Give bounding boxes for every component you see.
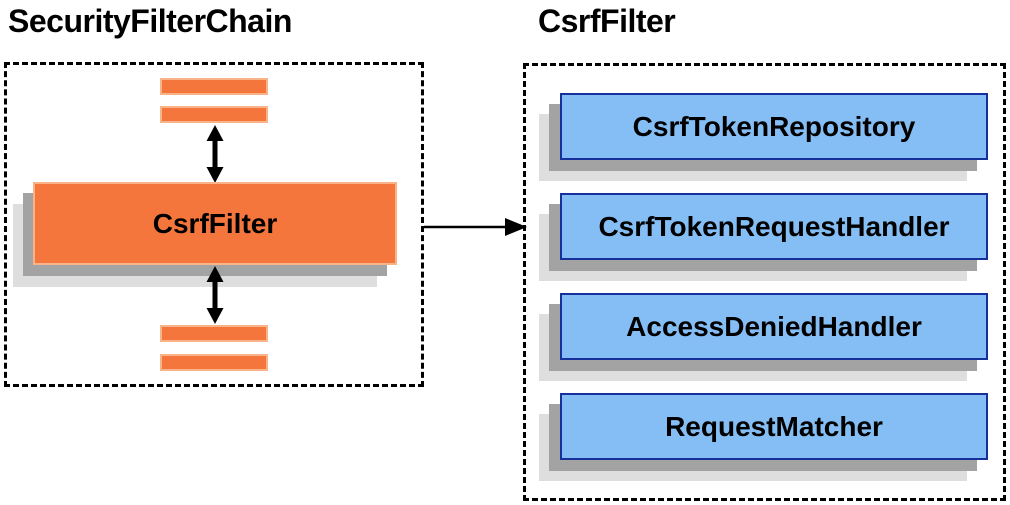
component-box-request-matcher: RequestMatcher	[560, 393, 988, 460]
filter-placeholder-bar	[160, 354, 268, 371]
csrf-filter-box-label: CsrfFilter	[152, 207, 278, 239]
filter-placeholder-bar	[160, 325, 268, 342]
component-label: CsrfTokenRepository	[632, 110, 916, 142]
component-box-access-denied-handler: AccessDeniedHandler	[560, 293, 988, 360]
component-label: AccessDeniedHandler	[626, 310, 922, 342]
component-box-csrf-token-request-handler: CsrfTokenRequestHandler	[560, 193, 988, 260]
csrf-filter-container	[523, 63, 1006, 501]
component-box-csrf-token-repository: CsrfTokenRepository	[560, 93, 988, 160]
right-arrow-icon	[424, 218, 527, 236]
filter-placeholder-bar	[160, 78, 268, 95]
security-filter-chain-container	[4, 62, 424, 387]
csrf-filter-title: CsrfFilter	[538, 3, 676, 39]
csrf-filter-box: CsrfFilter	[33, 182, 397, 265]
up-down-arrow-icon	[206, 266, 224, 324]
filter-placeholder-bar	[160, 106, 268, 123]
up-down-arrow-icon	[206, 125, 224, 183]
security-filter-chain-title: SecurityFilterChain	[8, 3, 292, 39]
component-label: CsrfTokenRequestHandler	[598, 210, 950, 242]
component-label: RequestMatcher	[665, 410, 883, 442]
